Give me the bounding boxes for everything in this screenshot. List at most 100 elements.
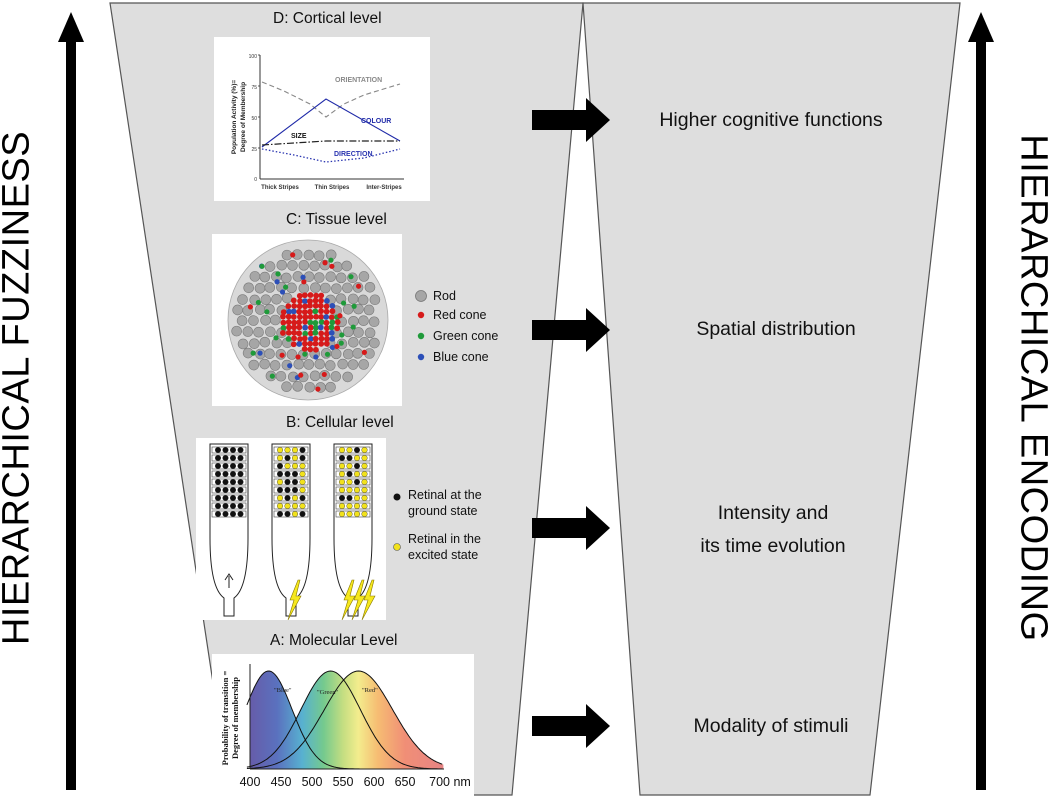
cone-cell [323,319,330,326]
cone-cell [355,283,362,289]
cone-cell [313,313,319,320]
cone-cell [312,308,319,315]
cone-cell [329,302,336,309]
cone-cell [312,340,319,347]
rod-cell [359,337,370,348]
membrane-disc [273,462,309,470]
photoreceptor-outline [209,443,249,617]
cone-cell [286,324,292,331]
membrane-disc [273,494,309,502]
cone-cell [286,329,292,336]
cone-cell [317,324,324,331]
cellular-diagram [196,438,386,620]
rod-cell [358,315,369,327]
ground-retinal [215,487,222,494]
legend-excited-state-line2: excited state [408,548,479,562]
rod-cell [242,326,254,337]
legend-red-cone: Red cone [433,308,487,322]
membrane-disc [273,454,309,462]
cone-cell [337,313,343,319]
membrane-disc [335,486,371,494]
membrane-disc [335,462,371,470]
rod-cell [358,271,370,282]
cone-cell [296,308,303,315]
rod-cell [298,282,310,294]
rod-cell [342,282,353,294]
cone-cell [328,257,334,263]
tissue-legend-markers [415,290,427,361]
cone-cell [307,330,314,337]
cone-cell [257,350,263,356]
membrane-disc [273,446,309,454]
legend-ground-state: Retinal at the ground state [408,487,482,519]
red-cone-legend-dot [417,311,425,319]
excited-retinal [276,495,283,502]
cone-cell [290,341,297,348]
rod-cell [357,294,369,306]
ground-retinal [230,463,237,470]
cone-cell [302,330,309,337]
ground-retinal [237,502,244,509]
ground-retinal [299,455,306,462]
rod-cell [310,282,321,293]
excited-retinal [361,446,368,453]
legend-ground-state-line2: ground state [408,504,478,518]
cone-cell [323,325,330,332]
cone-cell [307,324,314,331]
cone-cell [298,372,304,378]
membrane-disc [273,486,309,494]
cone-cell [255,299,261,306]
size-label: SIZE [291,133,307,140]
cone-cell [301,340,308,347]
excited-retinal [299,502,306,509]
cone-cell [315,386,321,392]
excited-retinal [291,495,298,502]
cone-cell [302,324,309,331]
cone-cell [280,319,287,326]
cone-cell [275,271,281,277]
ground-retinal [299,510,306,517]
cone-cell [322,260,328,266]
rod-cell [358,359,369,370]
ground-retinal [222,471,229,478]
rod-cell [276,259,288,271]
ground-retinal [215,463,222,470]
cone-cell [279,289,286,295]
excited-retinal [299,463,306,470]
blue-cone-legend-dot [417,353,425,361]
cone-cell [280,324,287,331]
cone-cell [307,302,313,309]
cone-cell [307,314,314,320]
cone-cell [290,252,296,258]
legend-excited-state: Retinal in the excited state [408,531,481,563]
membrane-disc [211,470,247,478]
excited-state-dot [393,543,401,551]
rod-cell [253,326,264,338]
membrane-disc [273,502,309,510]
right-side-label: HIERARCHICAL ENCODING [1012,134,1052,642]
cone-cell [307,340,314,347]
cone-cell [280,313,286,320]
rod-cell [254,304,266,315]
rod-cell [303,359,315,370]
rod-cell [271,293,282,305]
rod-cell [304,381,316,393]
cone-cell [285,303,292,310]
legend-rod: Rod [433,289,456,303]
ground-retinal [230,487,237,494]
rod-cell [248,359,260,371]
cone-cell [295,354,301,360]
rod-cell [259,336,271,348]
rod-cell [248,338,260,349]
cone-cell [302,319,308,325]
ground-retinal [276,471,283,478]
cellular-legend-markers [393,493,401,551]
ground-retinal [237,487,244,494]
arrow-cortical [532,98,610,142]
rod-cell [293,358,305,370]
cone-cell [338,340,344,346]
membrane-disc [273,510,309,518]
rod-cell [259,358,270,370]
rod-cell [324,360,336,371]
ground-retinal [215,471,222,478]
